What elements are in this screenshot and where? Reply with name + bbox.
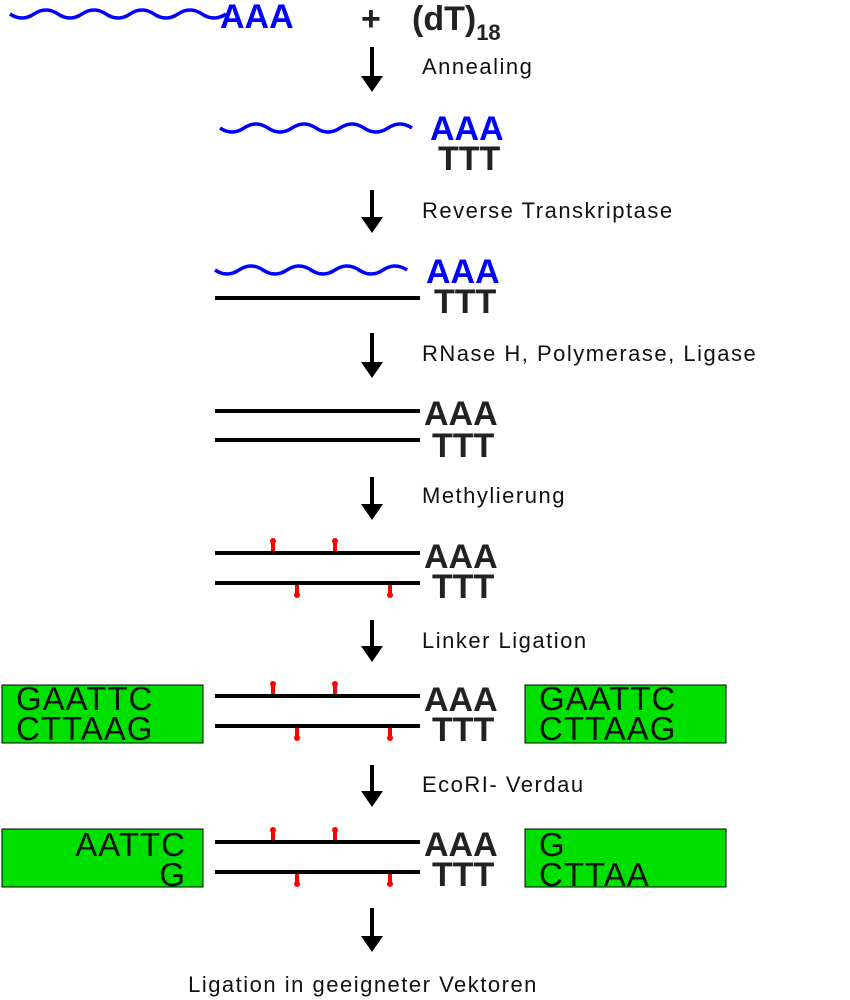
sticky-end-left xyxy=(1,828,204,888)
oligo-dt: TTT xyxy=(434,283,497,321)
tail-a: AAA xyxy=(424,395,498,433)
arrow-head-icon xyxy=(361,936,383,952)
linker-left-top: GAATTC xyxy=(16,680,153,717)
methyl-mark-head xyxy=(270,827,276,833)
linker-right xyxy=(524,684,727,744)
methyl-mark-head xyxy=(387,592,393,598)
sticky-right-bottom: CTTAA xyxy=(539,856,650,893)
linker-right-top: GAATTC xyxy=(539,680,676,717)
mrna-wave xyxy=(214,264,408,276)
methyl-mark-head xyxy=(332,538,338,544)
step-rnase-polymerase-ligase: RNase H, Polymerase, Ligase xyxy=(422,341,757,366)
mrna-wave xyxy=(219,122,413,134)
arrow-head-icon xyxy=(361,362,383,378)
mrna-wave xyxy=(9,8,227,20)
poly-a-tail: AAA xyxy=(426,253,500,291)
tail-a: AAA xyxy=(424,538,498,576)
sticky-right-top: G xyxy=(539,826,566,863)
tail-a: AAA xyxy=(424,826,498,864)
arrow-head-icon xyxy=(361,791,383,807)
step-methylation: Methylierung xyxy=(422,483,566,508)
methyl-mark-head xyxy=(332,827,338,833)
methyl-mark-head xyxy=(387,881,393,887)
linker-left-bottom: CTTAAG xyxy=(16,710,153,747)
arrow-head-icon xyxy=(361,504,383,520)
arrow-head-icon xyxy=(361,76,383,92)
methyl-mark-head xyxy=(294,592,300,598)
methyl-mark-head xyxy=(294,881,300,887)
tail-t: TTT xyxy=(432,427,495,465)
tail-t: TTT xyxy=(432,856,495,894)
methyl-mark-head xyxy=(270,538,276,544)
arrow-head-icon xyxy=(361,646,383,662)
methyl-mark-head xyxy=(387,735,393,741)
step-linker-ligation: Linker Ligation xyxy=(422,628,588,653)
poly-a-tail: AAA xyxy=(430,110,504,148)
poly-a-tail: AAA xyxy=(220,0,294,36)
oligo-dt: TTT xyxy=(438,140,501,178)
sticky-left-top: AATTC xyxy=(75,826,186,863)
tail-a: AAA xyxy=(424,681,498,719)
oligo-dt-primer: (dT)18 xyxy=(412,0,501,45)
methyl-mark-head xyxy=(332,681,338,687)
step-annealing: Annealing xyxy=(422,54,533,79)
tail-t: TTT xyxy=(432,711,495,749)
arrow-head-icon xyxy=(361,217,383,233)
linker-left xyxy=(1,684,204,744)
methylated-dsdna xyxy=(215,538,420,887)
sticky-left-bottom: G xyxy=(159,856,186,893)
linker-right-bottom: CTTAAG xyxy=(539,710,676,747)
tail-t: TTT xyxy=(432,568,495,606)
methyl-mark-head xyxy=(270,681,276,687)
step-reverse-transcriptase: Reverse Transkriptase xyxy=(422,198,674,223)
step-vector-ligation: Ligation in geeigneter Vektoren xyxy=(188,972,538,997)
arrows xyxy=(361,47,383,952)
plus-sign: + xyxy=(361,0,381,38)
step-ecori-digest: EcoRI- Verdau xyxy=(422,772,585,797)
methyl-mark-head xyxy=(294,735,300,741)
sticky-end-right xyxy=(524,828,727,888)
